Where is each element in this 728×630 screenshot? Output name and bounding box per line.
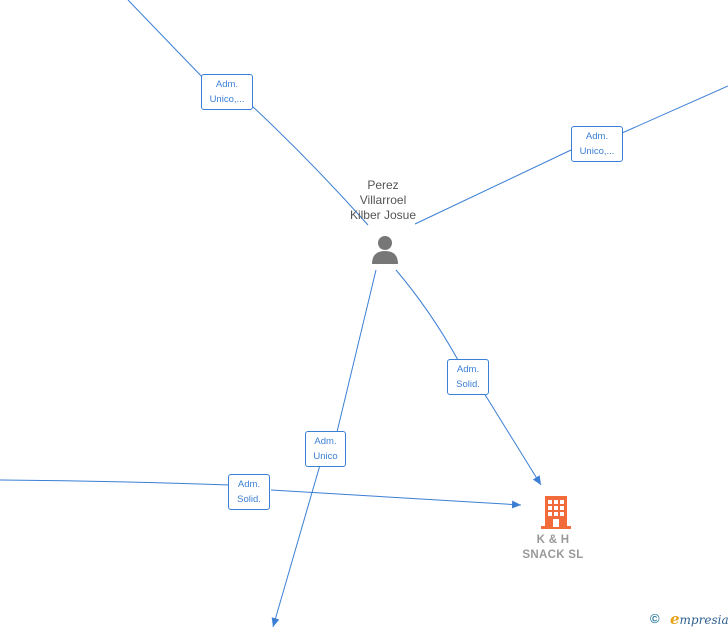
copyright-symbol: © (650, 611, 660, 626)
edge-label-line: Adm. (456, 364, 480, 375)
edge-label-line: Adm. (585, 131, 609, 142)
edge-left-to-company (0, 479, 521, 505)
edge-label-line: Solid. (237, 494, 261, 505)
edge-label-line: Unico,... (579, 146, 615, 157)
brand-initial: e (670, 610, 680, 628)
edge-label-top-left[interactable]: Adm. Unico,... (201, 74, 253, 110)
person-icon[interactable] (369, 233, 401, 265)
person-name-line: Perez (367, 178, 399, 192)
edge-label-person-to-bottom[interactable]: Adm. Unico (305, 431, 346, 467)
edge-person-to-company (395, 269, 541, 485)
edge-label-line: Unico (313, 451, 338, 462)
edge-label-line: Solid. (456, 379, 480, 390)
edge-label-line: Adm. (314, 436, 337, 447)
brand-logo: empresia (670, 610, 728, 628)
building-icon[interactable] (539, 494, 573, 530)
edge-top-right (414, 85, 728, 225)
edge-top-left (127, 0, 369, 226)
company-name-line: SNACK SL (522, 549, 584, 561)
edge-label-line: Unico,... (209, 94, 245, 105)
company-name-line: K & H (536, 534, 570, 546)
edge-label-left-to-company[interactable]: Adm. Solid. (228, 474, 270, 510)
edge-label-line: Adm. (215, 79, 239, 90)
person-name-line: Kilber Josue (349, 208, 417, 222)
edge-label-line: Adm. (237, 479, 261, 490)
person-name-line: Villarroel (359, 193, 407, 207)
edge-label-top-right[interactable]: Adm. Unico,... (571, 126, 623, 162)
person-name[interactable]: Perez Villarroel Kilber Josue (333, 178, 433, 223)
company-name[interactable]: K & H SNACK SL (503, 533, 603, 563)
brand-rest: mpresia (679, 613, 728, 627)
edge-label-person-to-company[interactable]: Adm. Solid. (447, 359, 489, 395)
